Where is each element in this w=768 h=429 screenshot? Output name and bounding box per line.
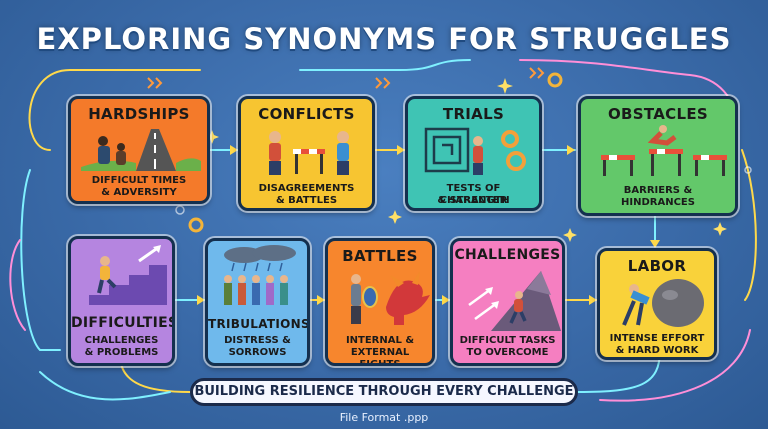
card-line1: DIFFICULT TIMES <box>91 175 187 186</box>
card-line1: TESTS OF CHARACTER <box>439 183 508 206</box>
card-heading: CONFLICTS <box>258 105 355 123</box>
card-battles: BATTLES INTERNAL & EXTERNAL FIGHTS <box>325 238 435 366</box>
card-line2: HINDRANCES <box>621 197 695 208</box>
file-format-caption: File Format .ppp <box>339 411 429 424</box>
hurdles-illustration <box>601 125 727 176</box>
card-obstacles: OBSTACLES BARRIERS & HINDRANCES <box>578 96 738 216</box>
card-labor: LABOR INTENSE EFFORT & HARD WORK <box>597 248 717 360</box>
card-line2: & HARD WORK <box>615 345 699 356</box>
card-tribulations: TRIBULATIONS DISTRESS & SORROWS <box>205 238 310 366</box>
knight-dragon-illustration <box>351 271 430 325</box>
card-hardships: HARDSHIPS DIFFICULT TIMES & ADVERSITY <box>68 96 210 204</box>
card-line1: DIFFICULT TASKS <box>459 335 556 346</box>
card-challenges: CHALLENGES DIFFICULT TASKS TO OVERCOME <box>450 238 565 366</box>
card-heading: TRIALS <box>442 105 505 123</box>
card-line2: SORROWS <box>228 347 287 358</box>
maze-illustration <box>424 127 526 175</box>
card-line1: INTENSE EFFORT <box>609 333 705 344</box>
card-heading: TRIBULATIONS <box>208 317 310 331</box>
card-conflicts: CONFLICTS DISAGREEMENTS & BATTLES <box>238 96 375 211</box>
card-heading: DIFFICULTIES <box>71 315 175 331</box>
card-heading: OBSTACLES <box>608 105 708 123</box>
stairs-climber-illustration <box>89 245 167 305</box>
card-heading: LABOR <box>627 257 687 275</box>
card-trials: TRIALS TESTS OF CHARACTER & STRENGTH <box>405 96 542 211</box>
card-line2: & ADVERSITY <box>101 187 177 198</box>
card-line2: & STRENGTH <box>437 195 510 206</box>
arguing-people-illustration <box>269 131 349 175</box>
card-line2: EXTERNAL FIGHTS <box>350 347 410 366</box>
storm-group-illustration <box>224 245 296 305</box>
card-line1: BARRIERS & <box>623 185 693 196</box>
page-title: EXPLORING SYNONYMS FOR STRUGGLES <box>36 22 732 56</box>
card-line1: CHALLENGES <box>84 335 159 346</box>
card-heading: HARDSHIPS <box>88 105 190 123</box>
card-line2: & BATTLES <box>275 195 338 206</box>
road-illustration <box>81 129 201 171</box>
card-line2: & PROBLEMS <box>84 347 159 358</box>
mountain-climber-illustration <box>468 271 561 331</box>
boulder-push-illustration <box>622 279 704 327</box>
card-difficulties: DIFFICULTIES CHALLENGES & PROBLEMS <box>68 236 175 366</box>
card-heading: BATTLES <box>342 247 418 265</box>
card-line1: INTERNAL & <box>345 335 415 346</box>
card-line2: TO OVERCOME <box>466 347 549 358</box>
resilience-banner: BUILDING RESILIENCE THROUGH EVERY CHALLE… <box>190 378 578 406</box>
card-heading: CHALLENGES <box>454 247 561 263</box>
card-line1: DISTRESS & <box>224 335 291 346</box>
card-line1: DISAGREEMENTS <box>258 183 355 194</box>
